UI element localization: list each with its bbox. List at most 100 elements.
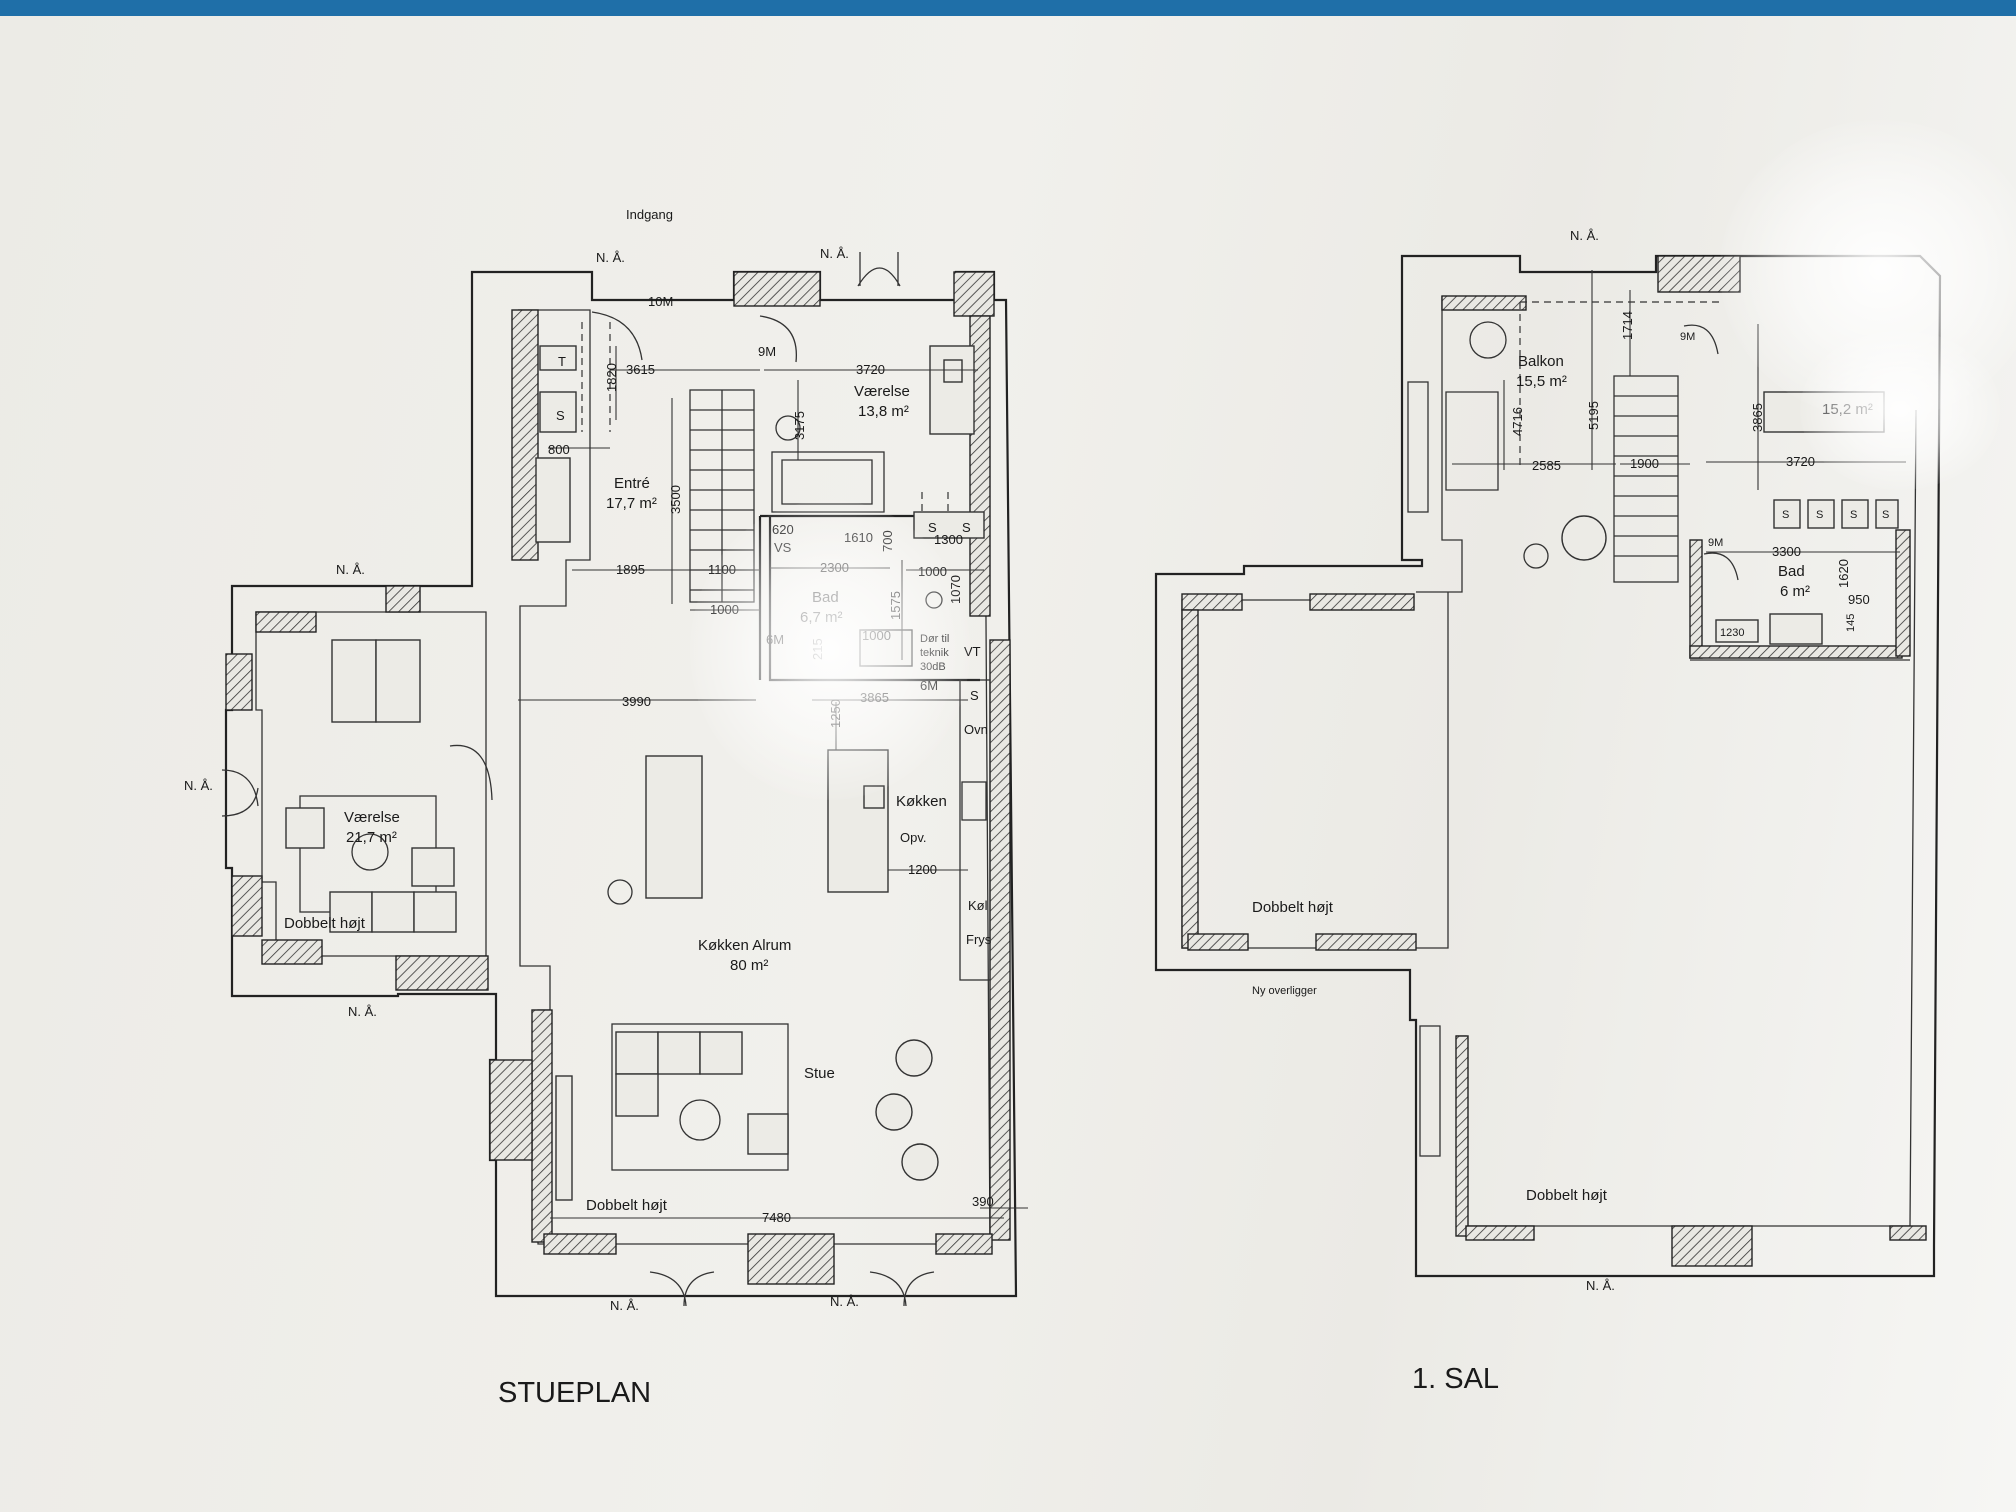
bathtub (771, 451, 885, 513)
door-swing (649, 1271, 715, 1307)
rug (611, 1023, 789, 1171)
wall-hatch (489, 1059, 533, 1161)
desk (929, 345, 975, 435)
dim-text: 1895 (616, 562, 645, 577)
dining-table (645, 755, 703, 899)
dashed-line (1519, 301, 1720, 470)
wall-hatch (1441, 295, 1527, 311)
right-room-area: 15,2 m² (1822, 401, 1873, 418)
vaerelse-top-area: 13,8 m² (858, 403, 909, 420)
wall-hatch (543, 1233, 617, 1255)
toilet (1769, 613, 1823, 645)
wall-hatch (989, 639, 1011, 1241)
wall-hatch (1671, 1225, 1753, 1267)
plant (607, 879, 633, 905)
stove (961, 781, 987, 821)
dim-text: 800 (548, 442, 570, 457)
first-plan-title: 1. SAL (1412, 1363, 1499, 1395)
dim-text: 3500 (668, 485, 683, 514)
6m-label: 6M (766, 632, 784, 647)
ground-dimension-lines (518, 346, 1028, 1219)
door-swing (221, 769, 259, 817)
dim-text: 4716 (1510, 407, 1525, 436)
dim-text: 3720 (856, 362, 885, 377)
left-room-inner-wall (255, 611, 487, 957)
coffee-table (351, 833, 389, 871)
wall-hatch (1465, 1225, 1535, 1241)
entrance-label: Indgang (626, 207, 673, 222)
dim-text: 3990 (622, 694, 651, 709)
dim-text: 7480 (762, 1210, 791, 1225)
bad-name: Bad (812, 589, 839, 606)
chair (943, 359, 963, 383)
wall-hatch (1187, 933, 1249, 951)
window (1419, 1025, 1441, 1157)
9m-label: 9M (758, 344, 776, 359)
armchair (901, 1143, 939, 1181)
na-label: N. Å. (184, 778, 213, 793)
sofa-piece (413, 891, 457, 933)
shower (925, 591, 943, 609)
dobbelt-hojt-label: Dobbelt højt (1526, 1187, 1608, 1204)
lounger (1445, 391, 1499, 491)
ground-floor-plan: Indgang N. Å. N. Å. N. Å. N. Å. N. Å. N.… (184, 207, 1028, 1409)
dim-text: 1200 (908, 862, 937, 877)
ground-plan-title: STUEPLAN (498, 1377, 651, 1409)
cabinet (1773, 499, 1801, 529)
wall-hatch (395, 955, 489, 991)
wall-hatch (1315, 933, 1417, 951)
bad-first-name: Bad (1778, 563, 1805, 580)
armchair (1561, 515, 1607, 561)
dim-text: 2585 (1532, 458, 1561, 473)
dim-text: 620 (772, 522, 794, 537)
dim-text: 3175 (792, 411, 807, 440)
alrum-name: Køkken Alrum (698, 937, 791, 954)
sofa-piece (747, 1113, 789, 1155)
sink (1715, 619, 1759, 643)
na-label: N. Å. (336, 562, 365, 577)
dim-text: 1620 (1836, 559, 1851, 588)
bad-first-area: 6 m² (1780, 583, 1810, 600)
wall-hatch (1455, 1035, 1469, 1237)
wall-hatch (255, 611, 317, 633)
vs-label: VS (774, 540, 792, 555)
door-swing (759, 315, 797, 363)
table (375, 639, 421, 723)
opv-label: Opv. (900, 830, 927, 845)
tv-bench (555, 1075, 573, 1201)
first-floor-plan: N. Å. N. Å. Balkon 15,5 m² Bad 6 m² 15,2… (1154, 228, 1942, 1395)
dim-text: 1714 (1620, 311, 1635, 340)
dim-text: 3865 (860, 690, 889, 705)
ny-overligger-label: Ny overligger (1252, 985, 1317, 997)
s-label: S (556, 408, 565, 423)
wall-hatch (1181, 609, 1199, 949)
closet (539, 391, 577, 433)
bathtub-inner (781, 459, 873, 505)
10m-label: 10M (648, 294, 673, 309)
sofa-piece (615, 1031, 659, 1075)
cabinet (1875, 499, 1899, 529)
dim-text: 5195 (1586, 401, 1601, 430)
wall-hatch (969, 315, 991, 617)
kol-label: Køl (968, 898, 988, 913)
wall-hatch (225, 653, 253, 711)
table (331, 639, 377, 723)
entre-name: Entré (614, 475, 650, 492)
door-swing (869, 1271, 935, 1307)
dim-text: 1000 (862, 628, 891, 643)
dim-text: 1820 (604, 363, 619, 392)
s-label: S (962, 520, 971, 535)
kitchen-island (827, 749, 889, 893)
wall-hatch (231, 875, 263, 937)
na-label: N. Å. (348, 1004, 377, 1019)
sofa-piece (411, 847, 455, 887)
9m-label: 9M (1680, 331, 1695, 343)
na-label: N. Å. (830, 1294, 859, 1309)
dim-text: 1100 (708, 562, 736, 577)
door-teknik-label: Dør til (920, 633, 949, 645)
dim-text: 700 (880, 530, 895, 552)
bad-area: 6,7 m² (800, 609, 843, 626)
coffee-table (679, 1099, 721, 1141)
door-swing (857, 252, 901, 287)
